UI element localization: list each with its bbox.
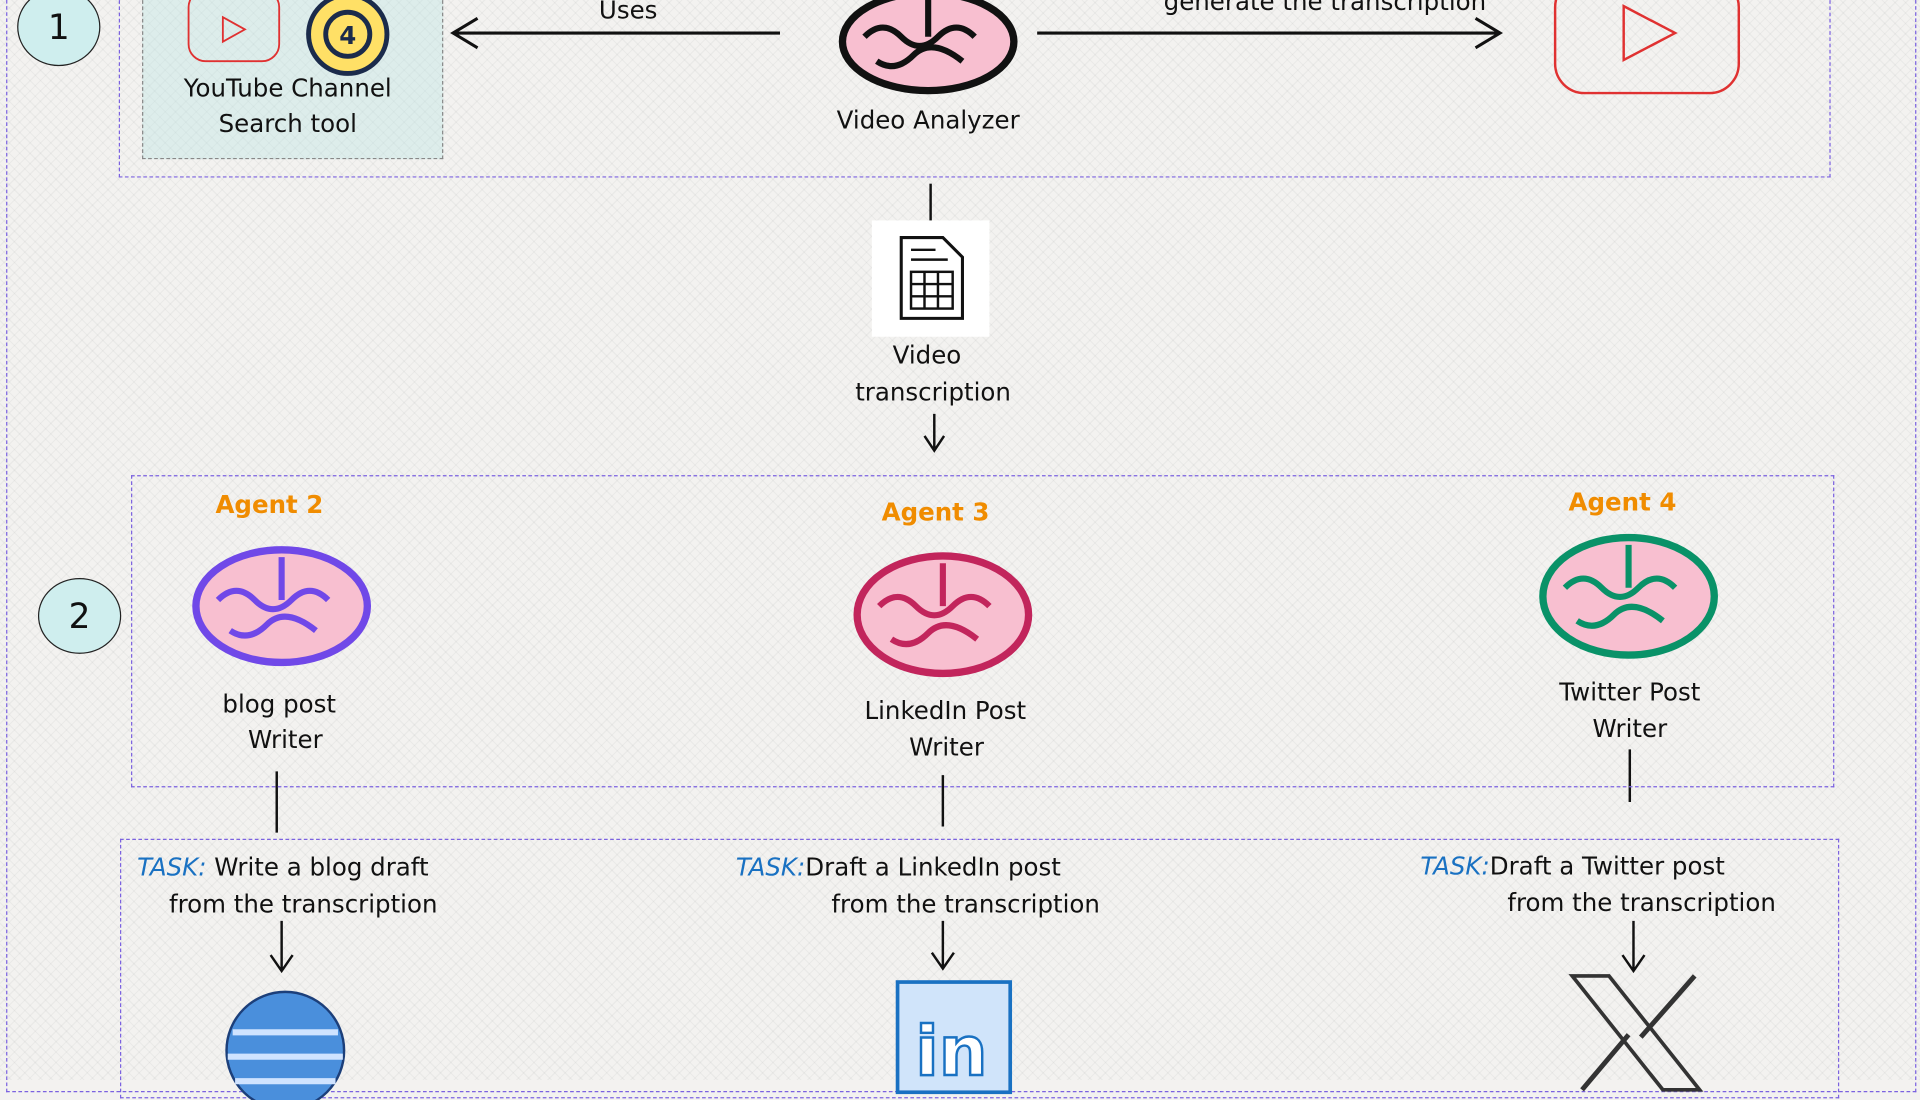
agent-4-label-line1: Twitter Post xyxy=(1559,677,1701,707)
step-1-badge: 1 xyxy=(17,0,101,67)
youtube-large-icon xyxy=(1553,0,1741,95)
linkedin-icon: in xyxy=(895,980,1013,1095)
linkedin-writer-brain-icon xyxy=(853,552,1033,678)
agent-2-label-line1: blog post xyxy=(222,689,336,719)
youtube-small-icon xyxy=(187,0,281,63)
section-1-box xyxy=(118,0,1831,178)
task-line2: from the transcription xyxy=(1507,887,1776,918)
task-key: TASK: xyxy=(137,852,207,882)
video-analyzer-label: Video Analyzer xyxy=(836,105,1020,135)
generate-label: generate the transcription xyxy=(1163,0,1487,16)
task-twitter: TASK:Draft a Twitter post from the transc… xyxy=(1420,847,1775,920)
step-number: 1 xyxy=(47,6,70,48)
section-2-box xyxy=(131,475,1835,788)
agent-3-label-line1: LinkedIn Post xyxy=(864,695,1027,725)
x-logo-icon xyxy=(1568,974,1704,1092)
transcription-label-line1: Video xyxy=(892,340,962,370)
agent-2-tag: Agent 2 xyxy=(215,489,324,520)
agent-4-tag: Agent 4 xyxy=(1568,487,1677,517)
agent-3-tag: Agent 3 xyxy=(881,497,990,527)
tool-box xyxy=(142,0,444,160)
agent-4-label-line2: Writer xyxy=(1592,713,1668,744)
tool-label-line2: Search tool xyxy=(218,108,357,139)
video-analyzer-brain-icon xyxy=(838,0,1018,95)
task-key: TASK: xyxy=(1420,851,1490,881)
task-line1: Draft a LinkedIn post xyxy=(805,852,1061,882)
blog-globe-icon xyxy=(225,990,346,1100)
svg-text:4: 4 xyxy=(339,21,356,50)
twitter-writer-brain-icon xyxy=(1539,533,1718,659)
task-line2: from the transcription xyxy=(831,888,1100,919)
task-blog: TASK: Write a blog draft from the transcr… xyxy=(137,849,437,922)
task-line2: from the transcription xyxy=(168,888,438,919)
tool-label-line1: YouTube Channel xyxy=(183,73,392,103)
step-number: 2 xyxy=(68,595,91,637)
svg-text:in: in xyxy=(915,1012,987,1092)
agent-3-label-line2: Writer xyxy=(909,732,984,762)
task-linkedin: TASK:Draft a LinkedIn post from the trans… xyxy=(736,849,1100,922)
task-line1: Draft a Twitter post xyxy=(1489,851,1725,881)
agent-2-label-line2: Writer xyxy=(247,724,323,755)
blog-writer-brain-icon xyxy=(192,546,372,667)
task-key: TASK: xyxy=(735,852,806,882)
transcription-label-line2: transcription xyxy=(855,377,1011,407)
uses-label: Uses xyxy=(598,0,658,25)
step-2-badge: 2 xyxy=(37,577,122,654)
gear-tool-icon: 4 xyxy=(306,0,390,76)
task-line1: Write a blog draft xyxy=(214,852,429,882)
document-icon xyxy=(871,220,990,337)
